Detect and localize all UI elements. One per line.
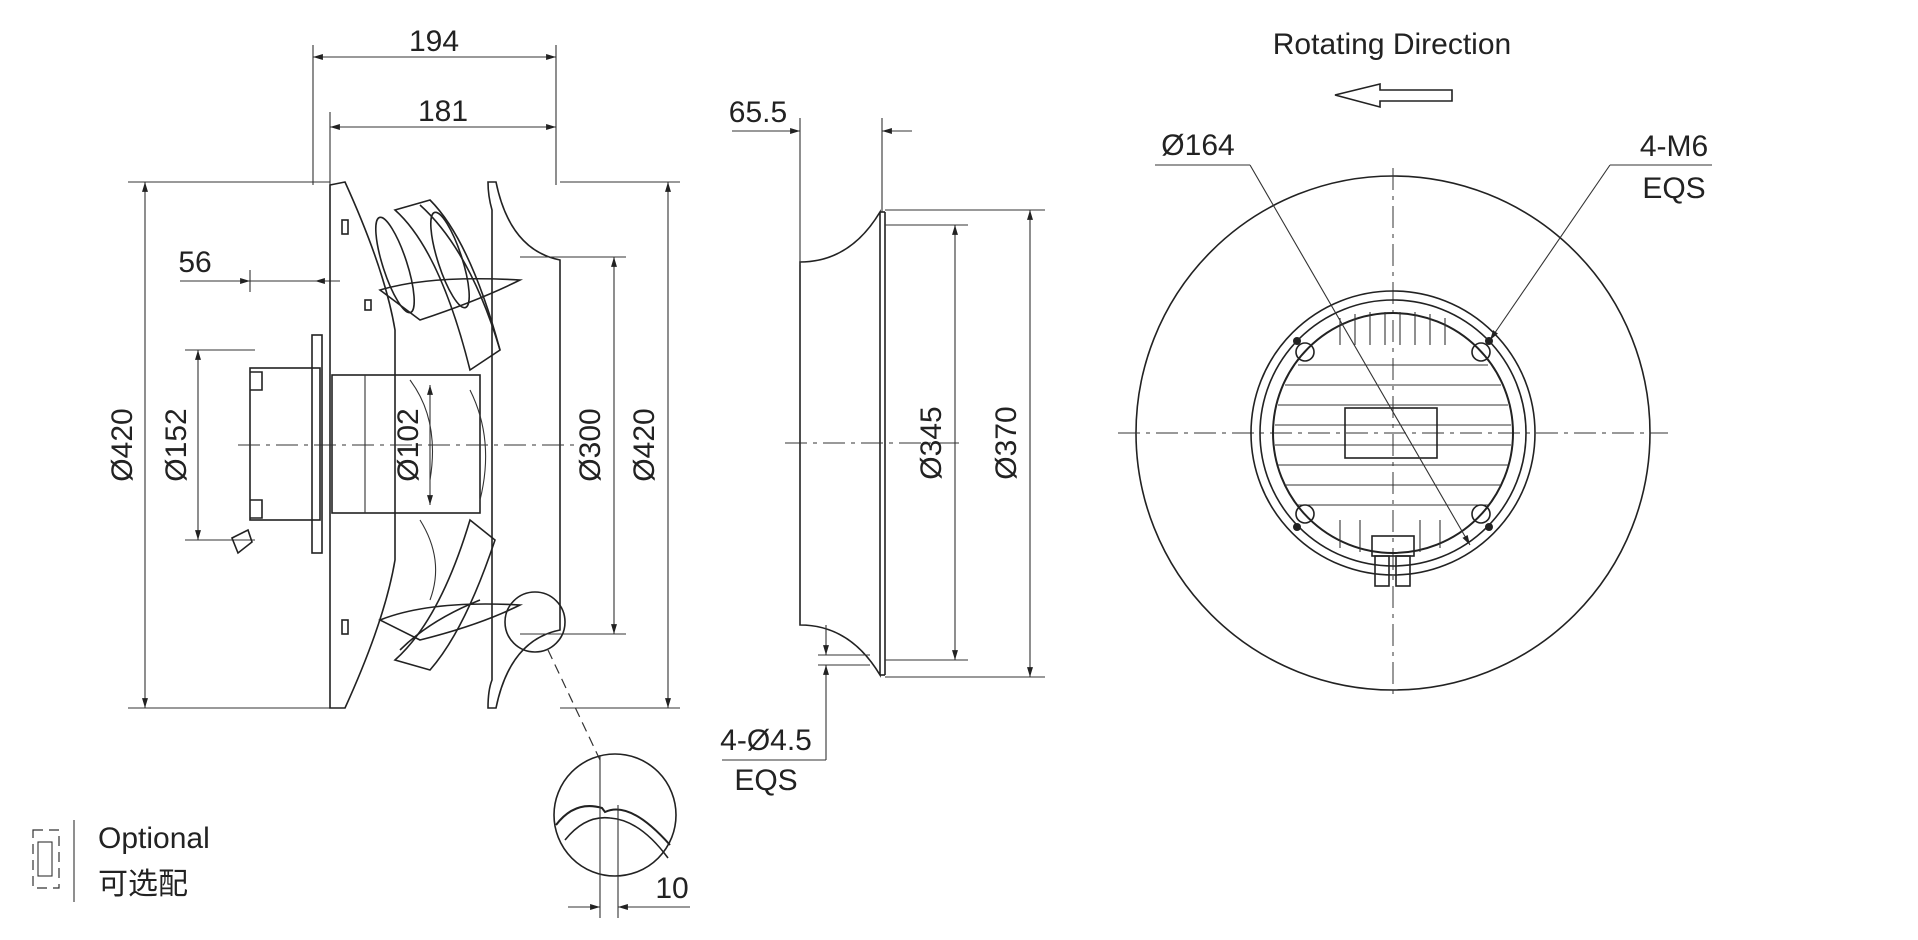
dia-420-left-label: Ø420 [106, 408, 139, 481]
dim-10-label: 10 [655, 872, 688, 905]
dimension-dia-152: Ø152 [160, 349, 255, 541]
fan-body [230, 181, 561, 709]
dimension-holes: 4-Ø4.5 EQS [720, 625, 870, 797]
dimension-10: 10 [568, 872, 690, 910]
optional-en-label: Optional [98, 822, 210, 855]
dia-370-label: Ø370 [990, 406, 1023, 479]
dia-345-label: Ø345 [915, 406, 948, 479]
side-view: 194 181 56 Ø420 Ø152 [106, 25, 680, 709]
heat-sink-fins [1275, 312, 1511, 552]
holes-label: 4-Ø4.5 [720, 724, 812, 757]
screws-eqs-label: EQS [1642, 172, 1705, 205]
dia-420-right-label: Ø420 [628, 408, 661, 481]
inlet-ring-view: 65.5 Ø345 Ø370 4-Ø4.5 EQS [720, 96, 1045, 797]
front-view: Rotating Direction [1118, 28, 1712, 695]
dimension-dia-345: Ø345 [885, 224, 968, 661]
dimension-dia-370: Ø370 [885, 209, 1045, 678]
dim-181-label: 181 [418, 95, 468, 128]
dimension-dia-420-right: Ø420 [560, 181, 680, 709]
dimension-dia-420-left: Ø420 [106, 181, 330, 709]
dia-164-label: Ø164 [1161, 129, 1234, 162]
cable-gland [1371, 535, 1415, 587]
dimension-dia-300: Ø300 [520, 256, 626, 635]
dimension-194: 194 [313, 25, 556, 60]
detail-view: 10 [504, 591, 690, 918]
holes-eqs-label: EQS [734, 764, 797, 797]
dimension-dia-164: Ø164 [1155, 129, 1471, 546]
dim-65-5-label: 65.5 [729, 96, 787, 129]
legend: Optional 可选配 [32, 820, 210, 902]
screws-label: 4-M6 [1640, 130, 1708, 163]
dim-56-label: 56 [178, 246, 211, 279]
dimension-screws: 4-M6 EQS [1489, 130, 1712, 341]
optional-cn-label: 可选配 [98, 868, 188, 901]
arrow-left-icon [1334, 82, 1453, 109]
dimension-181: 181 [330, 95, 556, 130]
dimension-65-5: 65.5 [729, 96, 912, 265]
optional-part-icon [32, 820, 75, 902]
rotating-direction-label: Rotating Direction [1273, 28, 1511, 61]
dia-300-label: Ø300 [574, 408, 607, 481]
dia-152-label: Ø152 [160, 408, 193, 481]
dimension-56: 56 [178, 246, 340, 292]
dim-194-label: 194 [409, 25, 459, 58]
